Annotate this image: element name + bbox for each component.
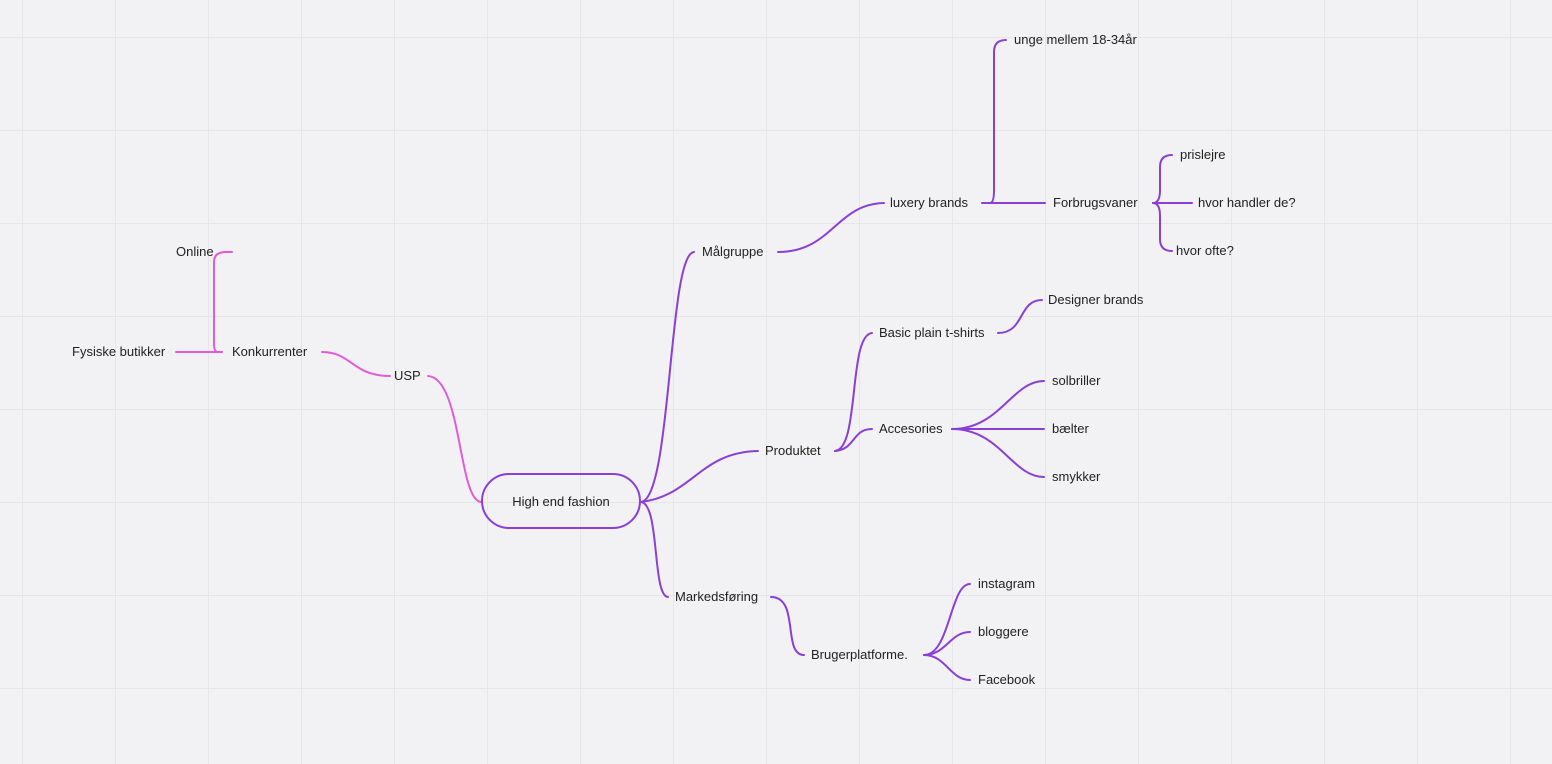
edge-root-usp bbox=[427, 375, 482, 503]
node-malgruppe[interactable]: Målgruppe bbox=[702, 244, 764, 259]
node-accesories[interactable]: Accesories bbox=[879, 421, 943, 436]
node-online[interactable]: Online bbox=[176, 244, 214, 259]
node-usp[interactable]: USP bbox=[394, 368, 421, 383]
node-instagram[interactable]: instagram bbox=[978, 576, 1036, 591]
node-fysiske-butikker[interactable]: Fysiske butikker bbox=[72, 344, 166, 359]
node-forbrugsvaner[interactable]: Forbrugsvaner bbox=[1053, 195, 1138, 210]
node-hvor-handler[interactable]: hvor handler de? bbox=[1198, 195, 1296, 210]
edge-root-malgruppe bbox=[640, 251, 695, 503]
edge-produktet-basic bbox=[834, 332, 873, 452]
edge-basic-designer bbox=[997, 299, 1043, 334]
edge-root-markedsforing bbox=[640, 501, 669, 598]
edge-malgruppe-luxery bbox=[777, 202, 885, 253]
node-prislejre[interactable]: prislejre bbox=[1180, 147, 1226, 162]
node-produktet[interactable]: Produktet bbox=[765, 443, 821, 458]
edge-markedsforing-brugerplatforme bbox=[770, 596, 805, 656]
edge-forbrugsvaner-hvorofte bbox=[1152, 202, 1173, 252]
edge-luxery-unge bbox=[989, 39, 1007, 204]
edge-root-produktet bbox=[640, 450, 759, 503]
edge-usp-konkurrenter bbox=[321, 351, 391, 377]
node-basic-tshirts[interactable]: Basic plain t-shirts bbox=[879, 325, 985, 340]
root-node-label: High end fashion bbox=[512, 493, 610, 509]
node-markedsforing[interactable]: Markedsføring bbox=[675, 589, 759, 604]
edge-accesories-solbriller bbox=[951, 380, 1045, 430]
node-unge[interactable]: unge mellem 18-34år bbox=[1014, 32, 1137, 47]
node-designer-brands[interactable]: Designer brands bbox=[1048, 292, 1144, 307]
edge-brugerplatforme-bloggere bbox=[923, 631, 971, 656]
edge-brugerplatforme-instagram bbox=[923, 583, 971, 656]
node-konkurrenter[interactable]: Konkurrenter bbox=[232, 344, 308, 359]
node-bloggere[interactable]: bloggere bbox=[978, 624, 1029, 639]
node-hvor-ofte[interactable]: hvor ofte? bbox=[1176, 243, 1234, 258]
edge-forbrugsvaner-prislejre bbox=[1152, 154, 1173, 204]
node-smykker[interactable]: smykker bbox=[1052, 469, 1101, 484]
root-node[interactable]: High end fashion bbox=[481, 473, 641, 529]
edge-produktet-accesories bbox=[834, 428, 873, 452]
node-baelter[interactable]: bælter bbox=[1052, 421, 1089, 436]
node-brugerplatforme[interactable]: Brugerplatforme. bbox=[811, 647, 908, 662]
edge-brugerplatforme-facebook bbox=[923, 654, 971, 681]
node-solbriller[interactable]: solbriller bbox=[1052, 373, 1101, 388]
node-facebook[interactable]: Facebook bbox=[978, 672, 1036, 687]
edge-accesories-smykker bbox=[951, 428, 1045, 478]
node-luxery-brands[interactable]: luxery brands bbox=[890, 195, 969, 210]
edge-konkurrenter-bracket bbox=[213, 251, 233, 353]
